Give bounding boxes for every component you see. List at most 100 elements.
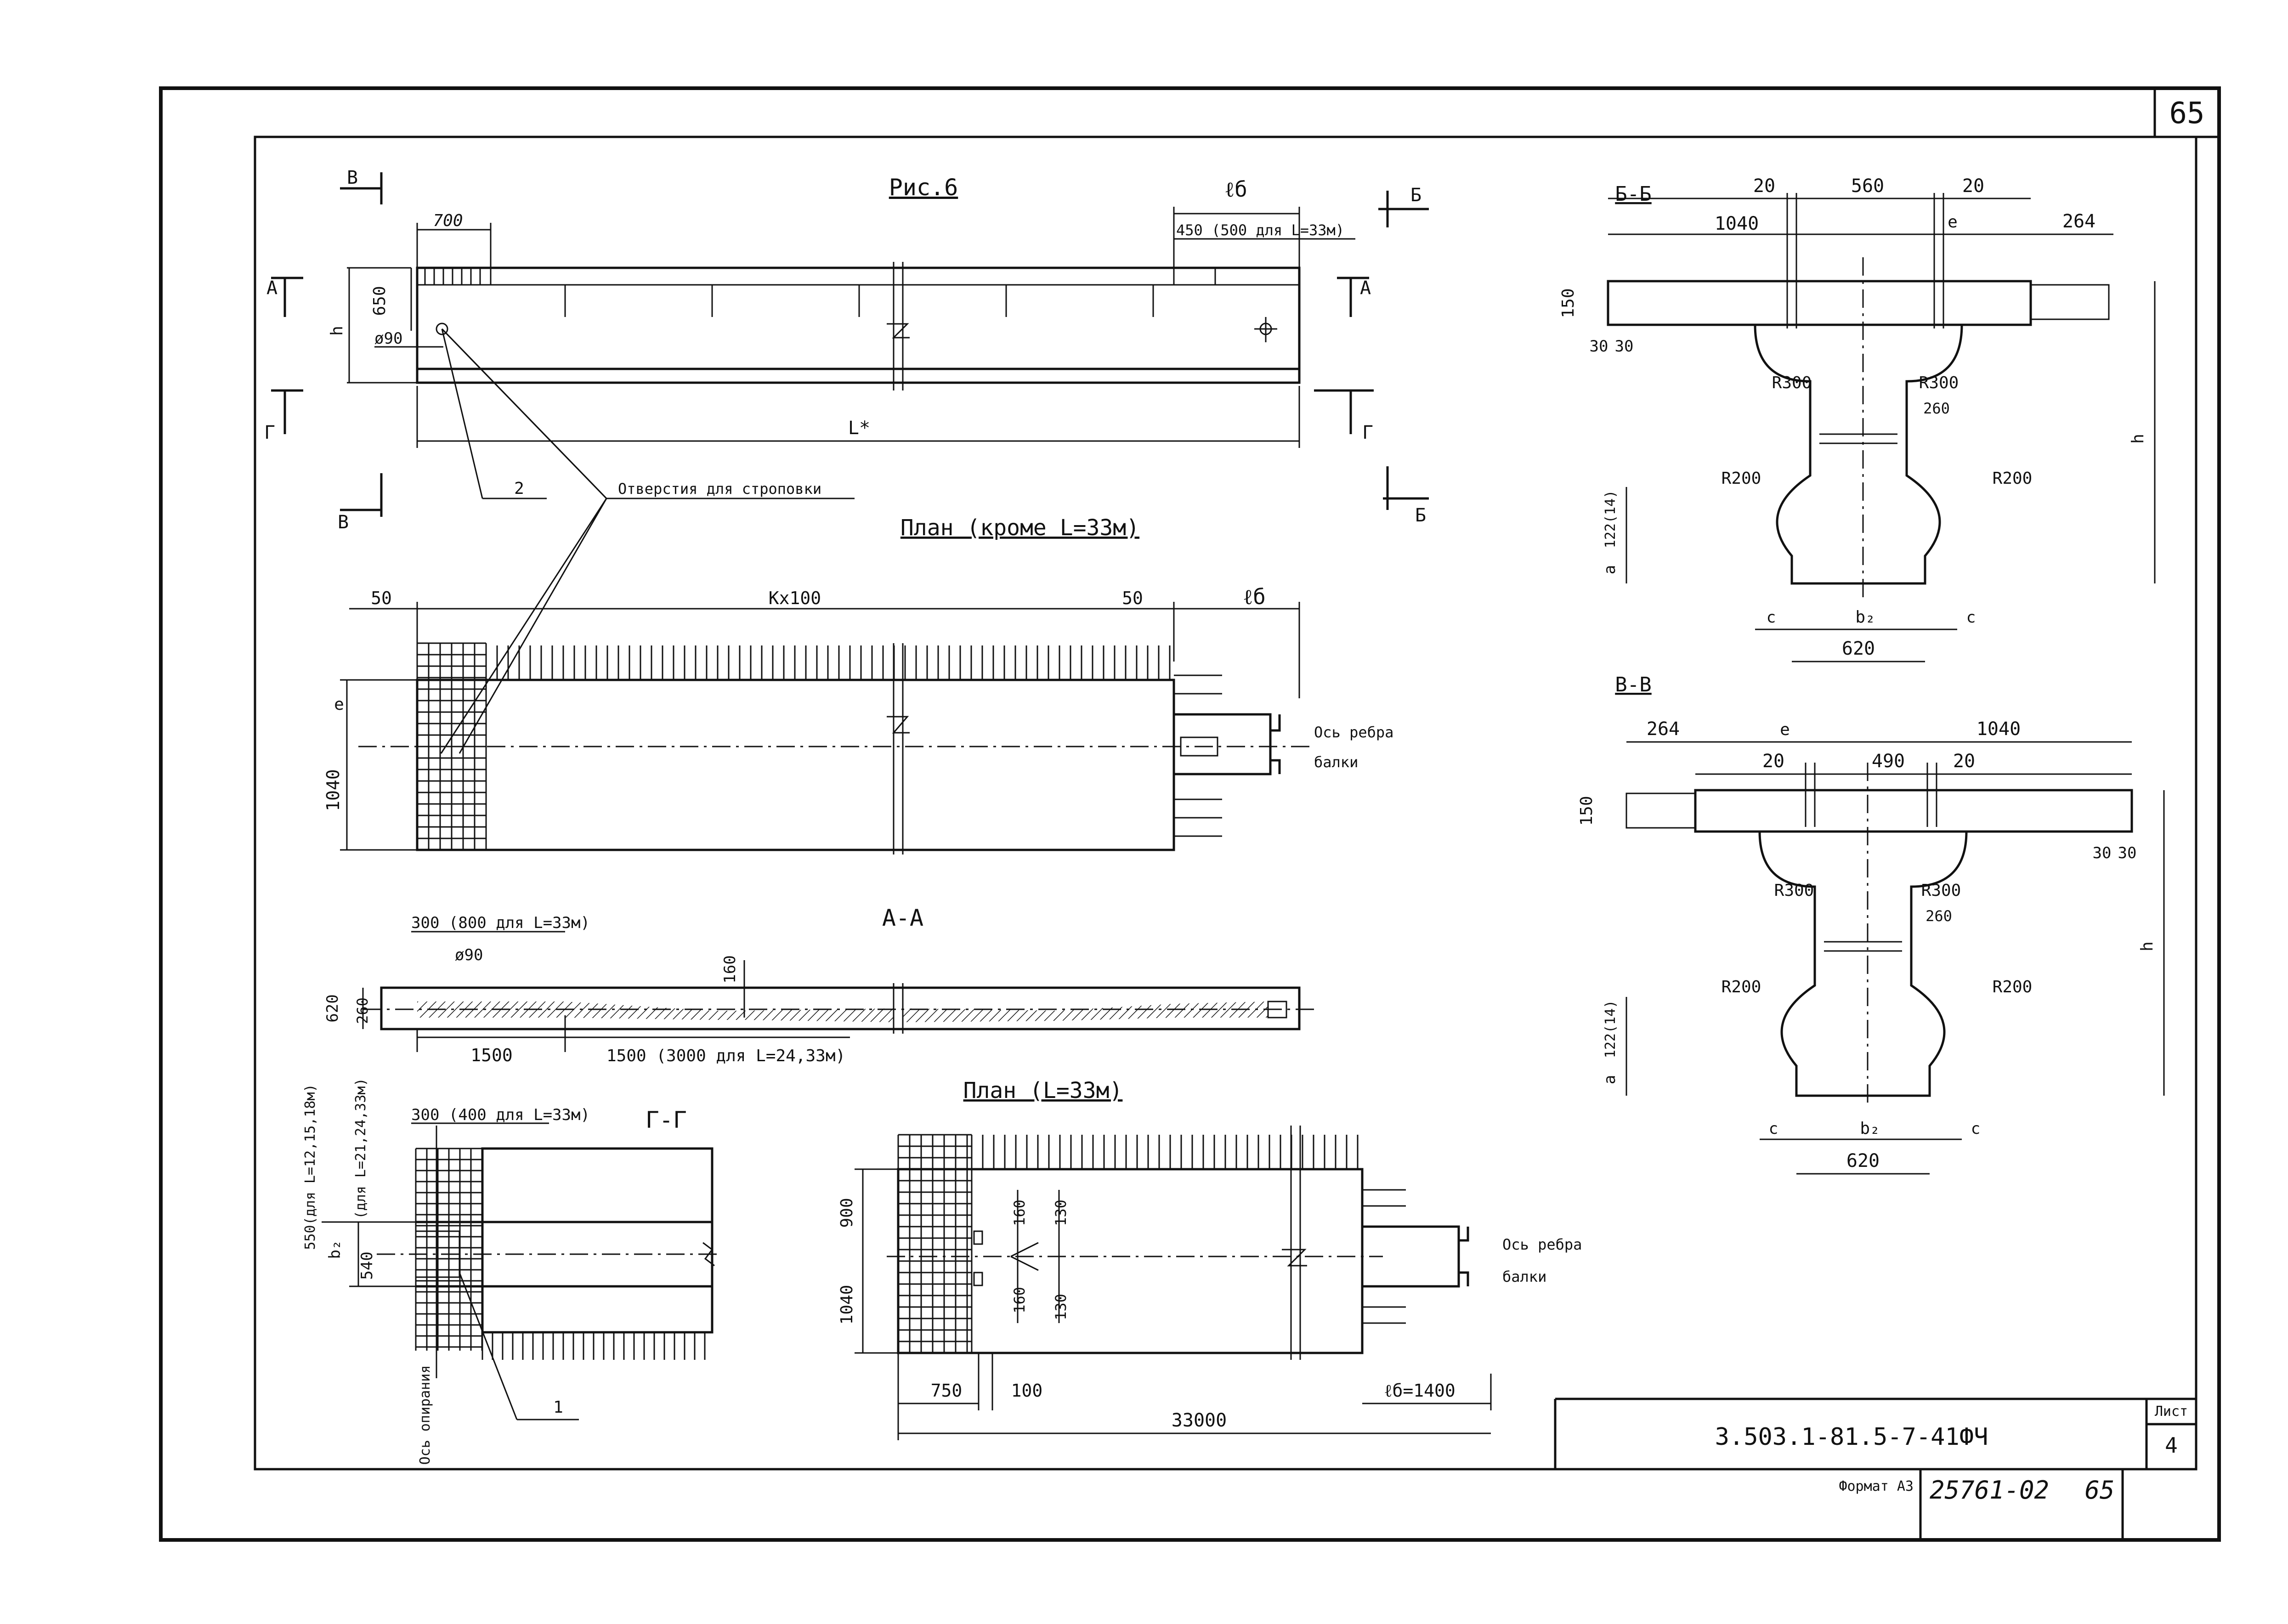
aa-title: А-А xyxy=(882,905,923,931)
plan-dim-kx100: Kx100 xyxy=(769,588,821,608)
vv-title: В-В xyxy=(1615,673,1651,696)
bb-dim-122: 122(14) xyxy=(1603,490,1619,548)
vv-dim-30a: 30 xyxy=(2093,844,2112,862)
plan-axis-note-1: Ось ребра xyxy=(1314,724,1393,741)
plan33-axis-note-2: балки xyxy=(1502,1268,1546,1285)
plan33-bar-ticks xyxy=(971,1135,1359,1169)
gg-title: Г-Г xyxy=(646,1107,687,1133)
vv-dim-150: 150 xyxy=(1577,796,1596,826)
gg-dim-300: 300 (400 для L=33м) xyxy=(411,1106,590,1124)
plan-33-view: План (L=33м) Ось ребра балки 900 1040 16… xyxy=(838,1078,1582,1440)
bb-dim-1040: 1040 xyxy=(1715,213,1759,234)
gg-callout-1: 1 xyxy=(553,1398,563,1417)
length-L: L* xyxy=(848,418,870,439)
vv-dim-20b: 20 xyxy=(1953,751,1975,772)
plan-dim-1040: 1040 xyxy=(323,769,343,811)
bb-dim-h: h xyxy=(2129,434,2147,444)
vv-dim-a: a xyxy=(1601,1075,1619,1084)
sheet-label: Лист xyxy=(2155,1403,2188,1420)
mark-g-right: Г xyxy=(1362,422,1373,443)
aa-dim-1500: 1500 xyxy=(470,1045,513,1065)
vv-dim-260: 260 xyxy=(1926,907,1952,925)
plan33-dim-100: 100 xyxy=(1011,1381,1043,1401)
vv-dim-490: 490 xyxy=(1872,751,1905,772)
mark-g-left: Г xyxy=(264,422,275,443)
vv-dim-h: h xyxy=(2138,941,2157,951)
plan-main-view: План (кроме L=33м) 50 Kx100 50 ℓб Ось ре… xyxy=(323,515,1393,854)
bb-dim-264: 264 xyxy=(2062,211,2095,232)
plan33-title: План (L=33м) xyxy=(963,1078,1123,1103)
bb-r200b: R200 xyxy=(1993,469,2033,488)
format-label: Формат А3 xyxy=(1839,1478,1914,1494)
vv-dim-264: 264 xyxy=(1647,719,1680,740)
bb-dim-20a: 20 xyxy=(1753,175,1775,197)
sheet-designation: 3.503.1-81.5-7-41ФЧ xyxy=(1715,1423,1988,1451)
gg-dim-550: 550(для L=12,15,18м) xyxy=(302,1084,318,1250)
aa-dim-620: 620 xyxy=(323,994,342,1022)
inventory-page: 65 xyxy=(2084,1476,2114,1505)
plan-bar-ticks xyxy=(485,645,1171,680)
bb-dim-c1: c xyxy=(1767,608,1776,627)
elevation-view: Рис.6 700 xyxy=(264,167,1429,754)
vv-r300a: R300 xyxy=(1774,881,1814,900)
bb-dim-20b: 20 xyxy=(1962,175,1984,197)
dim-450: 450 (500 для L=33м) xyxy=(1176,221,1344,239)
vv-r200b: R200 xyxy=(1993,978,2033,996)
hole-dia: ø90 xyxy=(374,329,402,348)
vv-dim-620: 620 xyxy=(1846,1150,1880,1171)
bb-dim-30b: 30 xyxy=(1615,337,1634,356)
bb-dim-620: 620 xyxy=(1842,638,1875,659)
figure-title: Рис.6 xyxy=(889,174,958,201)
plan33-dim-900: 900 xyxy=(838,1198,856,1228)
mark-b-top: Б xyxy=(1410,185,1422,206)
section-gg-view: Г-Г 300 (400 для L=33м) Ось опирания 1 5… xyxy=(302,1078,717,1465)
gg-axis-label: Ось опирания xyxy=(417,1365,433,1465)
mark-a-left: А xyxy=(266,277,278,299)
vv-dim-b2: b₂ xyxy=(1860,1119,1880,1138)
plan-axis-note-2: балки xyxy=(1314,753,1358,771)
aa-dim-1500b: 1500 (3000 для L=24,33м) xyxy=(606,1047,845,1065)
plan-dim-lb: ℓб xyxy=(1243,584,1266,609)
bb-r300b: R300 xyxy=(1919,373,1959,392)
mark-v-top: В xyxy=(347,167,358,188)
vv-r300b: R300 xyxy=(1921,881,1961,900)
bb-dim-c2: c xyxy=(1966,608,1976,627)
end-mesh-left xyxy=(424,268,481,285)
plan33-dim-160b: 160 xyxy=(1011,1287,1028,1313)
plan33-dim-1040: 1040 xyxy=(838,1285,856,1325)
gg-dim-550b: (для L=21,24,33м) xyxy=(353,1078,369,1219)
mark-a-right: А xyxy=(1360,277,1371,299)
bb-dim-b2: b₂ xyxy=(1855,608,1875,627)
aa-dim-260: 260 xyxy=(354,997,371,1024)
bb-dim-260: 260 xyxy=(1923,400,1950,417)
section-aa-view: А-А 300 (800 для L=33м) ø90 160 620 260 … xyxy=(323,905,1314,1065)
holes-note: Отверстия для строповки xyxy=(618,480,821,498)
bb-dim-30a: 30 xyxy=(1590,337,1608,356)
plan33-dim-lb: ℓб=1400 xyxy=(1384,1381,1455,1401)
dim-700: 700 xyxy=(433,211,463,230)
plan33-mesh xyxy=(897,1134,972,1354)
plan-main-title: План (кроме L=33м) xyxy=(900,515,1139,541)
mark-b-bot: Б xyxy=(1415,505,1426,526)
dim-650: 650 xyxy=(370,286,389,316)
vv-dim-e: e xyxy=(1780,720,1790,739)
plan33-dim-130a: 130 xyxy=(1052,1200,1070,1226)
aa-dim-300: 300 (800 для L=33м) xyxy=(411,914,590,932)
vv-dim-122: 122(14) xyxy=(1603,1000,1619,1058)
aa-dim-160: 160 xyxy=(721,955,739,983)
plan-dim-e: e xyxy=(334,695,344,714)
mark-v-bot: В xyxy=(338,512,349,533)
sheet-number: 4 xyxy=(2165,1433,2178,1458)
vv-dim-20a: 20 xyxy=(1762,751,1784,772)
dim-h: h xyxy=(328,326,346,336)
aa-hole-dia: ø90 xyxy=(455,946,483,964)
gg-dim-540: 540 xyxy=(358,1251,376,1279)
plan33-dim-750: 750 xyxy=(931,1381,963,1401)
bb-dim-560: 560 xyxy=(1851,175,1884,197)
vv-dim-c1: c xyxy=(1769,1120,1778,1138)
sheet-frame xyxy=(159,86,2221,1542)
vv-dim-30b: 30 xyxy=(2118,844,2137,862)
callout-2: 2 xyxy=(514,479,524,498)
plan-mesh xyxy=(416,642,487,851)
